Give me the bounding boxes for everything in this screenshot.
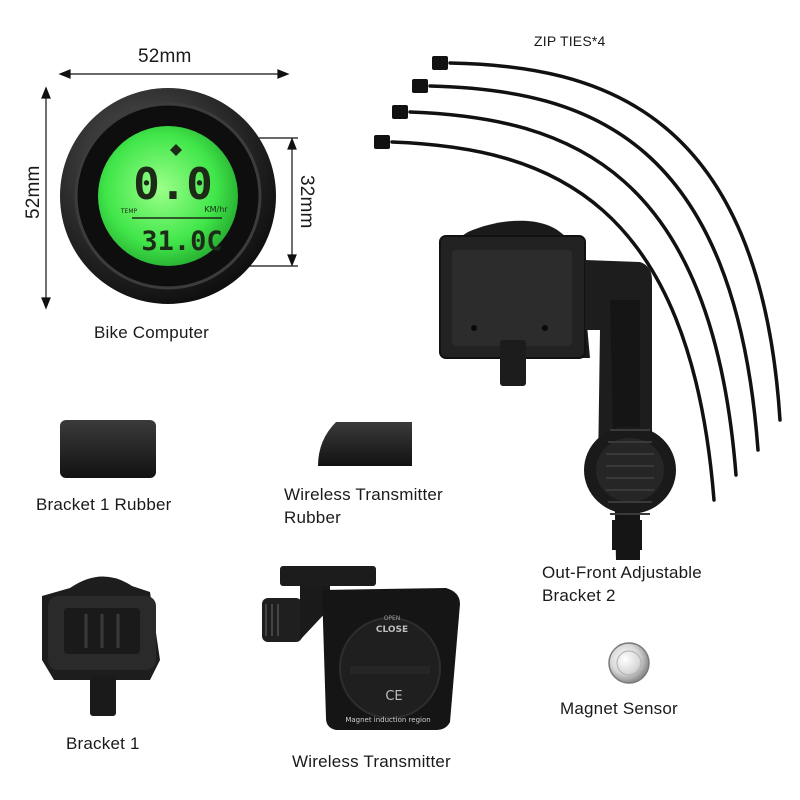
lcd-screen [98,126,238,266]
wireless-transmitter-label: Wireless Transmitter [292,752,451,771]
bike-computer-label: Bike Computer [94,323,210,342]
bracket1-rubber-label: Bracket 1 Rubber [36,495,172,514]
out-front-bracket [439,220,676,560]
transmitter-open-text: OPEN [384,615,401,622]
lcd-cycling-icon [170,144,182,156]
lcd-temp-readout: 31.0C [141,226,222,257]
zip-ties [390,61,782,502]
zip-ties-label: ZIP TIES*4 [534,33,606,49]
transmitter-rubber-part [318,422,412,466]
lcd-speed-unit: KM/hr [204,205,228,214]
width-dimension-label: 52mm [138,46,192,67]
bike-computer-device: 0.0 KM/hr TEMP 31.0C [60,88,276,304]
wireless-transmitter-part: CLOSE OPEN CE Magnet induction region [262,566,460,730]
transmitter-ce-mark: CE [385,689,402,704]
zip-tie-heads [374,56,448,149]
transmitter-rubber-label-line1: Wireless Transmitter [284,485,443,504]
bracket1-label: Bracket 1 [66,734,140,753]
width-dimension-arrow [58,69,290,79]
height-dimension-arrow [41,86,51,310]
bracket1-rubber-part [60,420,156,478]
magnet-sensor-label: Magnet Sensor [560,699,678,718]
transmitter-region-text: Magnet induction region [345,716,430,724]
lcd-speed-readout: 0.0 [133,159,212,210]
transmitter-rubber-label-line2: Rubber [284,508,341,527]
bracket1-part [42,576,160,716]
transmitter-close-text: CLOSE [376,625,408,635]
outfront-bracket-label-line2: Bracket 2 [542,586,616,605]
outfront-bracket-label-line1: Out-Front Adjustable [542,563,702,582]
lcd-temp-tag: TEMP [120,208,138,215]
magnet-sensor-part [608,642,650,684]
